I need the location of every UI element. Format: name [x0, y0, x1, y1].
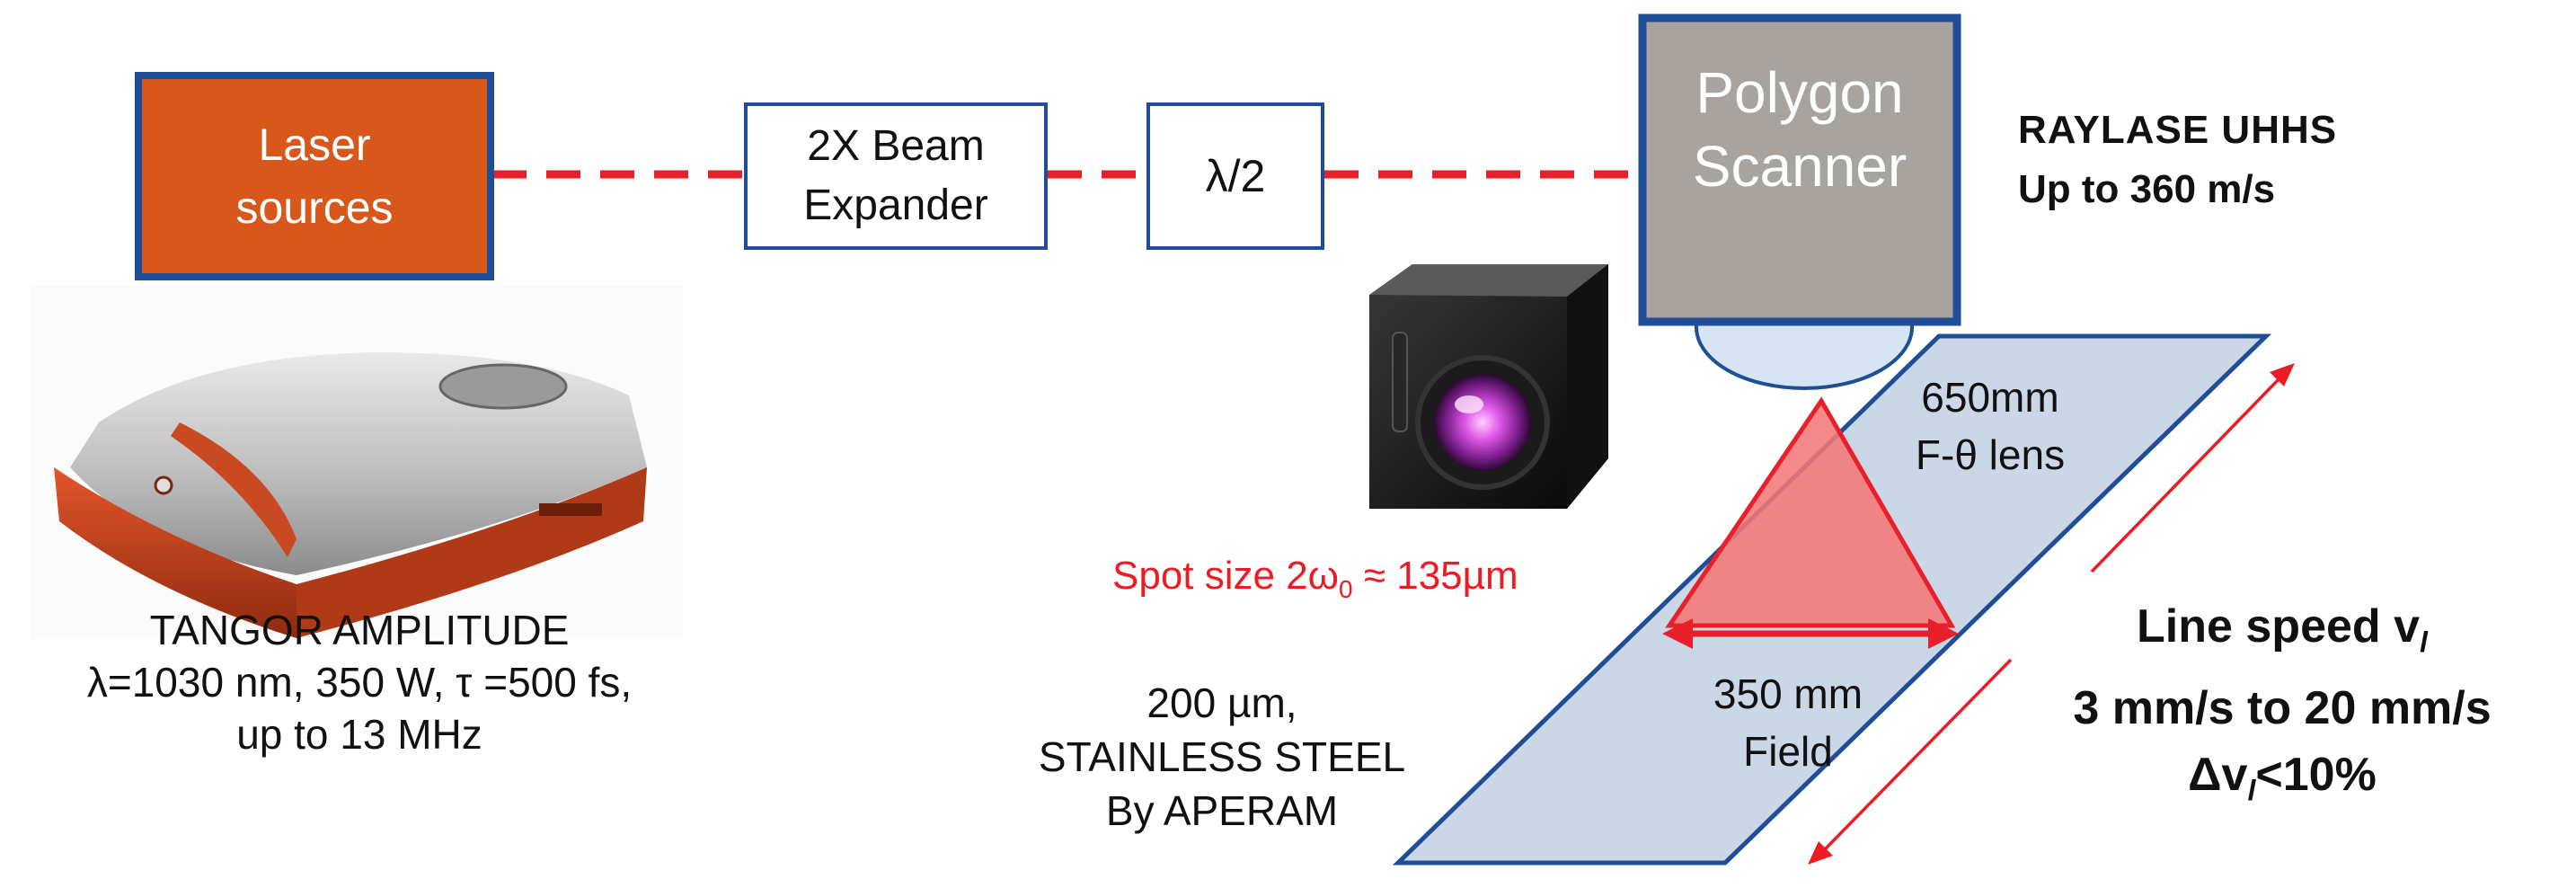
lens-label: 650mm F-θ lens: [1887, 369, 2094, 484]
steel-line3: By APERAM: [1105, 787, 1339, 834]
speed-line1: Line speed vl: [2137, 600, 2428, 659]
spot-sub: 0: [1339, 574, 1353, 603]
polygon-label-line2: Scanner: [1692, 134, 1908, 199]
laser-device-image: [31, 286, 683, 639]
expander-label-line1: 2X Beam: [807, 122, 985, 170]
tangor-line2: λ=1030 nm, 350 W, τ =500 fs,: [86, 659, 633, 706]
steel-line2: STAINLESS STEEL: [1038, 733, 1406, 780]
field-label: 350 mm Field: [1671, 665, 1905, 780]
raylase-line1: RAYLASE UHHS: [2018, 108, 2338, 152]
lens-line1: 650mm: [1921, 374, 2059, 421]
field-line2: Field: [1743, 728, 1833, 775]
field-line1: 350 mm: [1713, 670, 1863, 717]
tangor-line3: up to 13 MHz: [236, 711, 482, 758]
speed-line2: 3 mm/s to 20 mm/s: [2073, 682, 2492, 735]
field-width-arrow: [1662, 618, 1959, 649]
line-speed-label: Line speed vl 3 mm/s to 20 mm/s Δvl<10%: [2004, 593, 2561, 824]
tangor-spec: TANGOR AMPLITUDE λ=1030 nm, 350 W, τ =50…: [18, 604, 701, 760]
raylase-spec: RAYLASE UHHS Up to 360 m/s: [2018, 101, 2337, 219]
tangor-line1: TANGOR AMPLITUDE: [149, 607, 570, 653]
scanner-head-image: [1369, 264, 1608, 509]
half-wave-plate-box: λ/2: [1146, 102, 1324, 250]
laser-sources-box: Laser sources: [135, 72, 494, 280]
speed-line3: Δvl<10%: [2188, 749, 2377, 807]
laser-label-line2: sources: [235, 182, 394, 233]
steel-line1: 200 µm,: [1146, 679, 1297, 726]
laser-label-line1: Laser: [258, 120, 371, 170]
spot-prefix: Spot size 2ω: [1112, 554, 1340, 598]
polygon-scanner-label: Polygon Scanner: [1642, 22, 1957, 237]
beam-expander-box: 2X Beam Expander: [744, 102, 1048, 250]
raylase-line2: Up to 360 m/s: [2018, 167, 2276, 211]
steel-label: 200 µm, STAINLESS STEEL By APERAM: [988, 676, 1456, 838]
beam-cone: [1665, 396, 1956, 628]
lens-line2: F-θ lens: [1915, 431, 2066, 478]
polygon-scanner-box: [1638, 13, 1961, 326]
line-speed-arrows: [1808, 363, 2295, 865]
expander-label-line2: Expander: [803, 182, 988, 229]
spot-size-label: Spot size 2ω0 ≈ 135µm: [1112, 554, 1518, 604]
spot-suffix: ≈ 135µm: [1352, 554, 1518, 598]
polygon-label-line1: Polygon: [1695, 60, 1904, 125]
waveplate-label: λ/2: [1205, 151, 1266, 201]
